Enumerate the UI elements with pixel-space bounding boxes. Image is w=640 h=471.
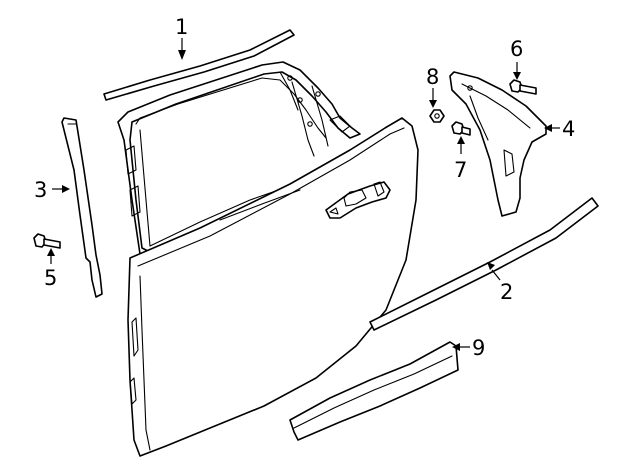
callout-8: 8 [426,65,439,89]
part-2-belt-molding [369,197,599,331]
callout-6: 6 [510,37,523,61]
part-9-lower-molding [289,341,459,441]
callout-labels: 1 2 3 4 5 6 7 8 9 [34,15,575,360]
callout-7: 7 [454,158,467,182]
callout-1: 1 [175,15,188,39]
part-8-nut [429,109,445,123]
leader-lines [47,38,560,351]
callout-5: 5 [44,266,57,290]
part-4-applique [449,71,547,217]
part-5-bolt [33,233,61,249]
callout-3: 3 [34,178,47,202]
callout-9: 9 [472,336,485,360]
door-window-frame [117,61,361,255]
part-6-bolt [509,79,537,95]
door-handle [325,181,391,219]
callout-2: 2 [500,280,513,304]
part-1-upper-molding [103,29,295,101]
callout-4: 4 [562,117,575,141]
part-3-applique [61,117,103,298]
part-7-screw [451,121,471,136]
